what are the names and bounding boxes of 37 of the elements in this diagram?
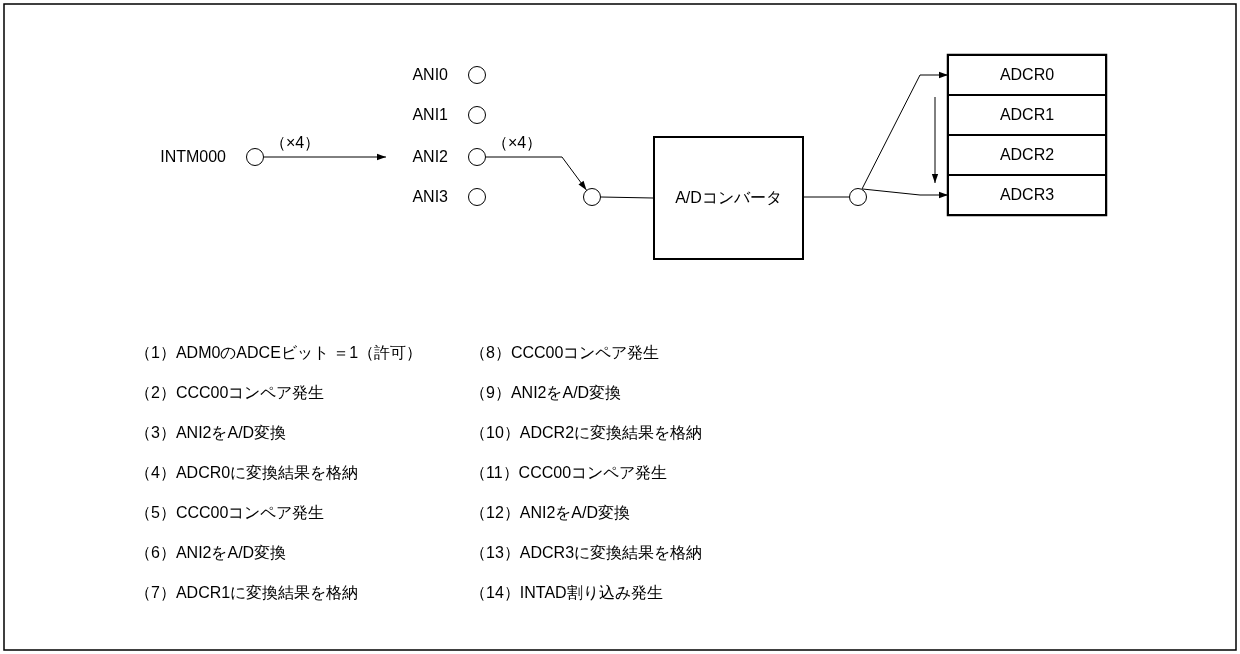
register-cell: ADCR3 [948, 175, 1106, 215]
step-note: （1）ADM0のADCEビット ＝1（許可） [135, 343, 423, 363]
register-cell: ADCR1 [948, 95, 1106, 135]
arrow [861, 71, 949, 190]
connector-line [803, 196, 850, 198]
connector-line [600, 196, 654, 199]
step-note: （4）ADCR0に変換結果を格納 [135, 463, 359, 483]
arrow [485, 156, 587, 191]
terminal-circle [246, 148, 264, 166]
terminal-circle [468, 106, 486, 124]
arrow [861, 188, 949, 199]
pin-label: ANI1 [412, 105, 448, 125]
step-note: （14）INTAD割り込み発生 [470, 583, 663, 603]
pin-label: ANI0 [412, 65, 448, 85]
step-note: （13）ADCR3に変換結果を格納 [470, 543, 703, 563]
pin-label: ANI3 [412, 187, 448, 207]
step-note: （6）ANI2をA/D変換 [135, 543, 287, 563]
arrow [263, 153, 387, 161]
step-note: （10）ADCR2に変換結果を格納 [470, 423, 703, 443]
step-note: （7）ADCR1に変換結果を格納 [135, 583, 359, 603]
terminal-circle [583, 188, 601, 206]
register-cell: ADCR0 [948, 55, 1106, 95]
step-note: （11）CCC00コンペア発生 [470, 463, 668, 483]
converter-box: A/Dコンバータ [653, 136, 804, 260]
terminal-circle [468, 66, 486, 84]
pin-label: ANI2 [412, 147, 448, 167]
step-note: （2）CCC00コンペア発生 [135, 383, 325, 403]
step-note: （12）ANI2をA/D変換 [470, 503, 631, 523]
step-note: （5）CCC00コンペア発生 [135, 503, 325, 523]
terminal-circle [468, 148, 486, 166]
terminal-circle [468, 188, 486, 206]
step-note: （8）CCC00コンペア発生 [470, 343, 660, 363]
pin-label: INTM000 [160, 147, 226, 167]
step-note: （3）ANI2をA/D変換 [135, 423, 287, 443]
terminal-circle [849, 188, 867, 206]
step-note: （9）ANI2をA/D変換 [470, 383, 622, 403]
register-cell: ADCR2 [948, 135, 1106, 175]
